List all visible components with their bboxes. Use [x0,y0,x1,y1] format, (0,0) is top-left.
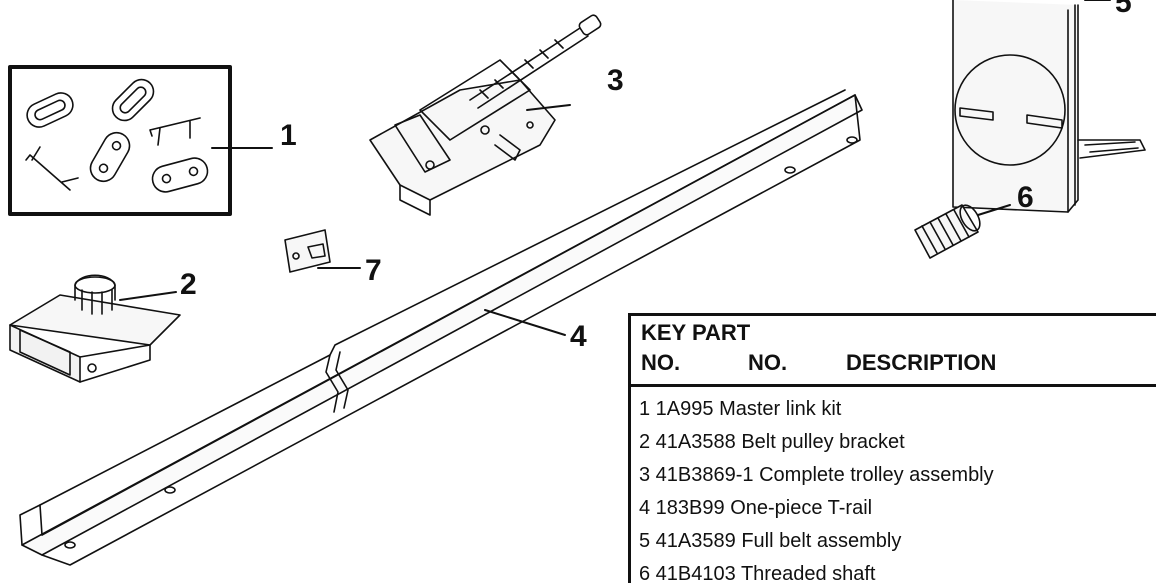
belt-pulley-bracket-drawing [9,274,181,383]
table-header-key-part: KEY PART [641,320,751,345]
callout-6: 6 [1017,181,1034,214]
callout-1: 1 [280,119,297,152]
table-row: 6 41B4103 Threaded shaft [639,563,876,583]
table-row: 4 183B99 One-piece T-rail [639,497,873,519]
callout-2: 2 [180,268,197,301]
callout-3: 3 [607,64,624,97]
parts-illustration [8,0,1146,566]
t-rail-drawing [19,89,863,566]
table-row: 5 41A3589 Full belt assembly [639,530,902,552]
callout-4: 4 [570,320,587,353]
table-row: 3 41B3869-1 Complete trolley assembly [639,464,994,486]
table-row: 1 1A995 Master link kit [639,398,842,420]
clip-drawing [284,229,361,273]
full-belt-assembly-drawing [952,0,1146,213]
callout-5: 5 [1115,0,1132,19]
parts-diagram: 1 2 3 4 5 6 7 KEY PART NO. NO. DESCRIPTI… [8,0,1156,583]
parts-key-table: KEY PART NO. NO. DESCRIPTION 1 1A995 Mas… [628,313,1156,583]
table-row: 2 41A3588 Belt pulley bracket [639,431,905,453]
table-header-key-no: NO. [641,350,681,375]
callout-7: 7 [365,254,382,287]
trolley-assembly-drawing [369,14,602,216]
table-header-description: DESCRIPTION [846,350,997,375]
master-link-kit-drawing [8,65,273,216]
table-header-divider [631,384,1156,387]
table-header-part-no: NO. [748,350,788,375]
threaded-shaft-drawing [914,204,1011,259]
